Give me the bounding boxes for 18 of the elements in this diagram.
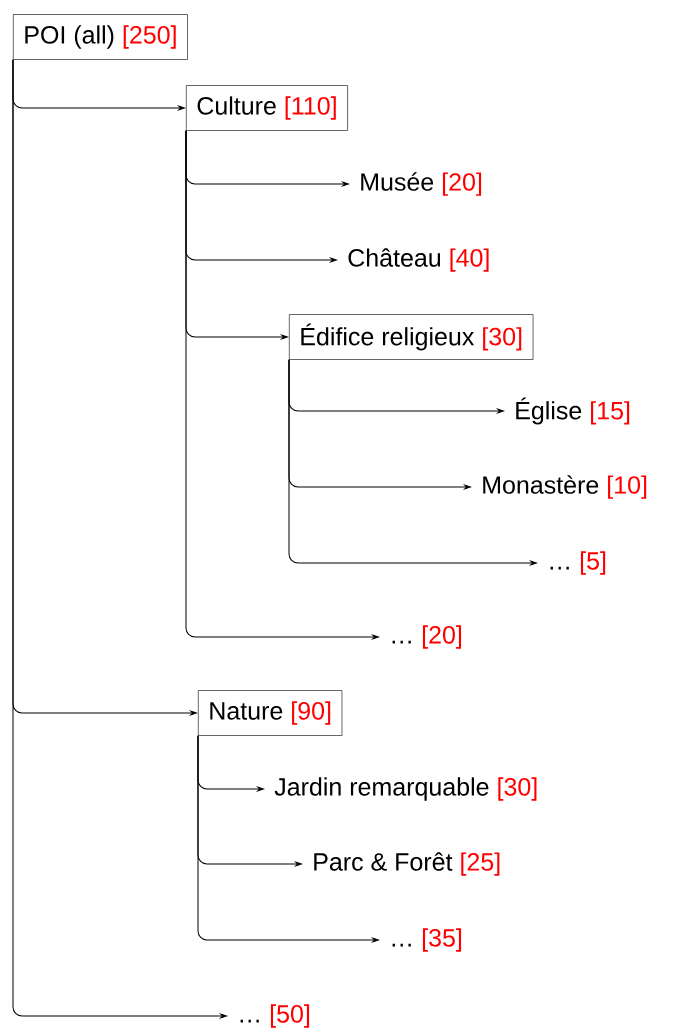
tree-arrow [185, 130, 379, 640]
category-label: Château [40] [348, 248, 489, 272]
category-label: … [5] [550, 551, 606, 575]
category-box: Culture [110] [186, 85, 348, 131]
tree-arrow [197, 735, 379, 943]
category-label: … [20] [392, 625, 462, 649]
category-box: Édifice religieux [30] [289, 314, 534, 360]
category-label: Monastère [10] [483, 475, 647, 499]
tree-arrow [12, 59, 227, 1019]
category-label: … [50] [240, 1004, 310, 1028]
category-box: POI (all) [250] [13, 14, 188, 60]
tree-arrow [288, 359, 537, 566]
category-label: Jardin remarquable [30] [274, 777, 537, 801]
category-label: … [35] [392, 928, 462, 952]
category-label: Parc & Forêt [25] [314, 852, 500, 876]
category-label: Église [15] [516, 397, 630, 425]
category-box: Nature [90] [198, 690, 343, 736]
category-label: Musée [20] [361, 172, 482, 196]
